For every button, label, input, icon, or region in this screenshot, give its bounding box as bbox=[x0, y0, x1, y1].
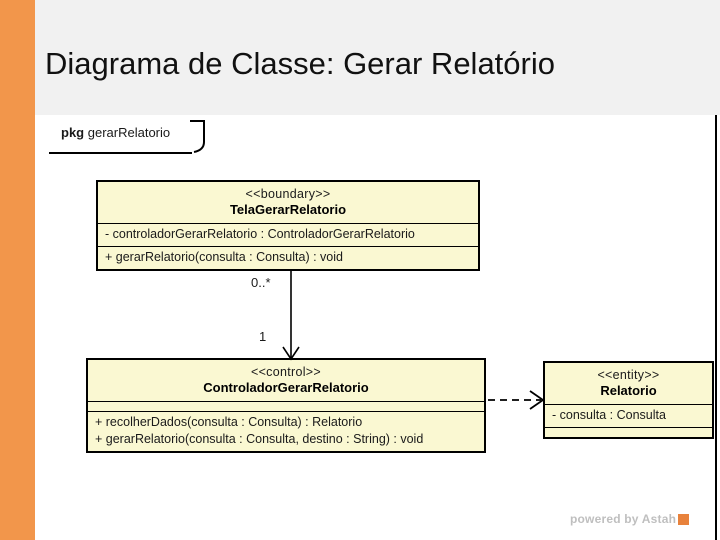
association-tela-controlador[interactable] bbox=[282, 270, 300, 361]
uml-operations-compartment: + recolherDados(consulta : Consulta) : R… bbox=[88, 412, 484, 451]
uml-class-name: ControladorGerarRelatorio bbox=[203, 380, 369, 395]
dependency-controlador-relatorio[interactable] bbox=[488, 390, 545, 410]
uml-class-header: <<boundary>> TelaGerarRelatorio bbox=[98, 182, 478, 224]
package-tab: pkg gerarRelatorio bbox=[42, 120, 205, 154]
package-frame-border bbox=[715, 115, 717, 540]
uml-class-header: <<entity>> Relatorio bbox=[545, 363, 712, 405]
uml-stereotype: <<boundary>> bbox=[245, 187, 331, 201]
astah-logo-icon bbox=[678, 513, 690, 525]
uml-operations-compartment bbox=[545, 428, 712, 437]
package-tab-underline bbox=[49, 152, 192, 154]
package-tab-corner-icon bbox=[190, 120, 205, 153]
uml-attributes-compartment: - consulta : Consulta bbox=[545, 405, 712, 428]
uml-attribute: - consulta : Consulta bbox=[552, 408, 666, 422]
uml-class-name: TelaGerarRelatorio bbox=[229, 202, 347, 217]
association-target-multiplicity: 1 bbox=[259, 329, 267, 344]
uml-class-header: <<control>> ControladorGerarRelatorio bbox=[88, 360, 484, 402]
astah-watermark: powered by Astah bbox=[570, 512, 690, 526]
accent-bar bbox=[0, 0, 35, 540]
package-keyword: pkg bbox=[61, 125, 85, 140]
uml-attributes-compartment bbox=[88, 402, 484, 412]
package-name: gerarRelatorio bbox=[87, 125, 171, 140]
uml-class-name: Relatorio bbox=[600, 383, 657, 398]
connectors-layer bbox=[282, 270, 545, 410]
uml-class-controlador-gerar-relatorio[interactable]: <<control>> ControladorGerarRelatorio + … bbox=[86, 358, 486, 453]
uml-operation: + recolherDados(consulta : Consulta) : R… bbox=[95, 415, 363, 429]
uml-attribute: - controladorGerarRelatorio : Controlado… bbox=[105, 227, 415, 241]
header-band bbox=[35, 0, 720, 115]
uml-stereotype: <<control>> bbox=[250, 365, 322, 379]
association-source-multiplicity: 0..* bbox=[251, 275, 271, 290]
uml-operations-compartment: + gerarRelatorio(consulta : Consulta) : … bbox=[98, 247, 478, 269]
page-title: Diagrama de Classe: Gerar Relatório bbox=[45, 46, 555, 81]
uml-class-relatorio[interactable]: <<entity>> Relatorio - consulta : Consul… bbox=[543, 361, 714, 439]
uml-operation: + gerarRelatorio(consulta : Consulta) : … bbox=[105, 250, 343, 264]
uml-attributes-compartment: - controladorGerarRelatorio : Controlado… bbox=[98, 224, 478, 247]
uml-stereotype: <<entity>> bbox=[597, 368, 660, 382]
diagram-canvas: pkg gerarRelatorio <<boundary>> TelaGera… bbox=[35, 115, 720, 540]
package-tab-label: pkg gerarRelatorio bbox=[61, 125, 170, 140]
uml-operation: + gerarRelatorio(consulta : Consulta, de… bbox=[95, 432, 424, 446]
watermark-label: powered by Astah bbox=[570, 512, 677, 526]
uml-class-tela-gerar-relatorio[interactable]: <<boundary>> TelaGerarRelatorio - contro… bbox=[96, 180, 480, 271]
